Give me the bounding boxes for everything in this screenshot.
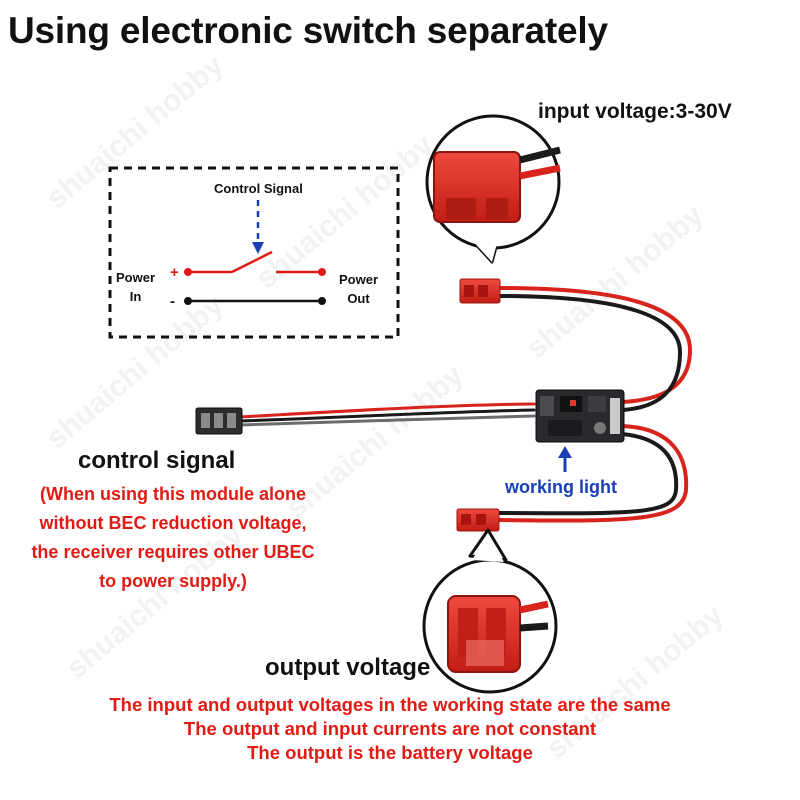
power-out-line-2: Out [347,291,370,306]
power-out-line-1: Power [339,272,379,287]
control-signal-label: control signal [78,447,236,474]
terminal-dot [184,268,192,276]
output-voltage-label: output voltage [265,654,431,681]
power-in-line-2: In [129,289,142,304]
terminal-dot [318,268,326,276]
note-line: to power supply.) [99,571,247,591]
schematic-border [108,166,400,339]
schematic-power-out-label: Power Out [339,270,378,308]
control-arrowhead [252,242,264,254]
page-title: Using electronic switch separately [8,10,608,51]
note-line: the receiver requires other UBEC [31,542,315,562]
control-signal-note: (When using this module alone without BE… [8,480,338,596]
note-line: (When using this module alone [39,484,306,504]
working-light-label: working light [505,477,617,497]
note-line: The output and input currents are not co… [183,718,597,739]
terminal-dot [318,297,326,305]
output-jst-connector [456,508,500,532]
note-line: The input and output voltages in the wor… [109,694,671,715]
plus-sign: + [170,264,179,281]
minus-sign: - [170,293,175,310]
switch-module [535,389,625,443]
note-line: The output is the battery voltage [247,742,533,763]
schematic-power-in-label: Power In [116,268,155,306]
servo-connector [195,407,243,435]
schematic-control-signal-label: Control Signal [214,181,303,196]
switch-lever [231,250,273,274]
input-connector-callout [425,114,561,264]
switch-schematic: + - [108,166,400,339]
power-in-line-1: Power [116,270,156,285]
input-jst-connector [459,278,501,304]
working-light-arrow [558,446,572,472]
working-light-led [570,400,576,406]
wires [238,286,693,523]
input-voltage-label: input voltage:3-30V [538,100,732,123]
note-line: without BEC reduction voltage, [39,513,307,533]
terminal-dot [184,297,192,305]
output-connector-callout [422,528,558,694]
bottom-notes: The input and output voltages in the wor… [40,693,740,765]
